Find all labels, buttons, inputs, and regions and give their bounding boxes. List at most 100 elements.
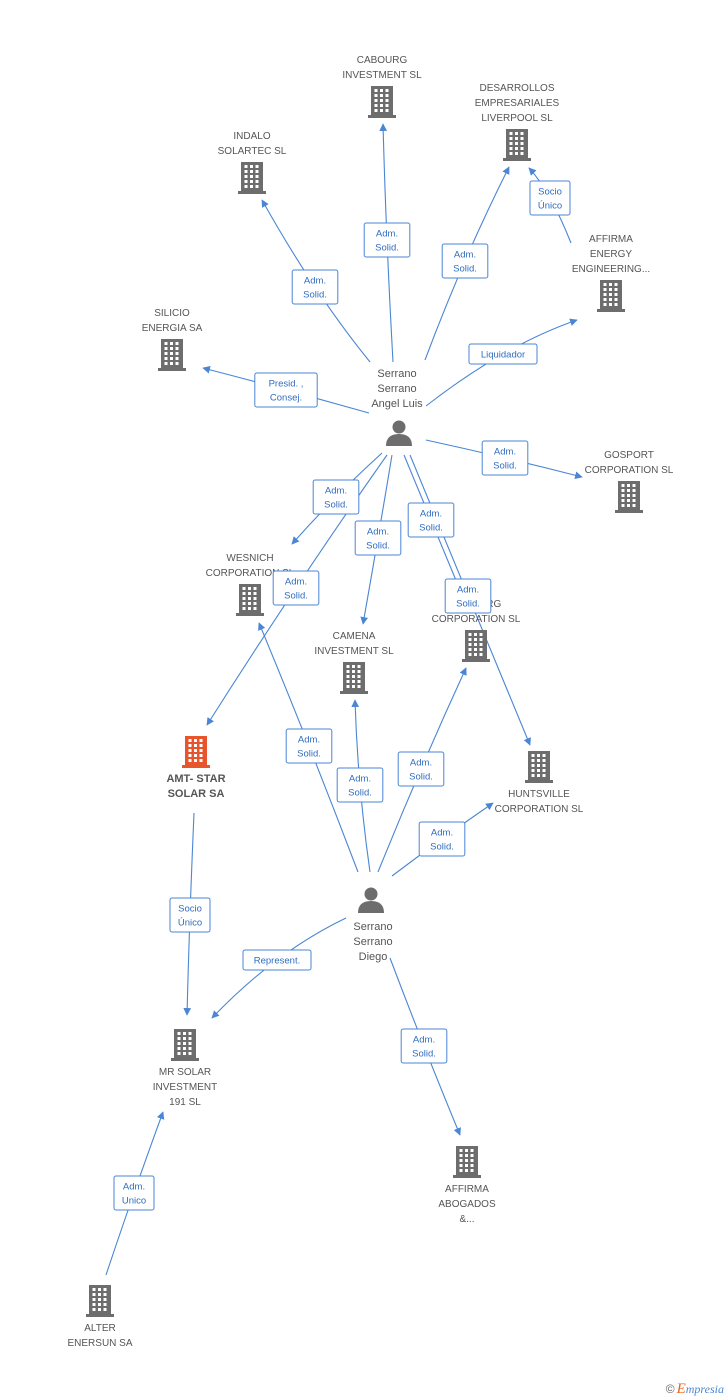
brand-initial: E [676,1381,686,1397]
company-node-amt-star[interactable]: AMT- STAR SOLAR SA [166,736,226,800]
edge-label-text: Socio [178,904,202,915]
edge-label-text: Liquidador [481,350,525,361]
edge-label-box [400,1028,448,1064]
edge-label-diego-to-camena: Adm.Solid. [336,767,384,803]
edge-label-diego-to-wesnich: Adm.Solid. [285,728,333,764]
edge-label-box [169,897,211,933]
edge-label-text: Solid. [303,290,327,301]
edge-label-text: Consej. [270,393,302,404]
edge-label-angel-to-amt-star: Adm.Solid. [272,570,320,606]
building-icon [236,584,264,616]
edge-label-text: Unico [122,1196,146,1207]
company-name-line: INVESTMENT [153,1082,217,1093]
edge-label-text: Solid. [453,264,477,275]
edge-label-box [481,440,529,476]
edge-label-text: Solid. [366,541,390,552]
edge-label-box [285,728,333,764]
company-name-line: CORPORATION SL [585,465,674,476]
company-name-line: ABOGADOS [438,1199,496,1210]
edge-label-text: Adm. [123,1182,145,1193]
company-name-line: SILICIO [154,308,190,319]
edge-label-box [354,520,402,556]
edge-label-box [272,570,320,606]
edge-label-text: Socio [538,187,562,198]
company-node-desarrollos[interactable]: DESARROLLOS EMPRESARIALES LIVERPOOL SL [475,83,560,161]
company-name-line: ENERSUN SA [67,1338,132,1349]
edge-label-angel-to-affirma-energy: Liquidador [468,343,538,365]
edge-label-text: Único [178,918,202,929]
company-name-line: AFFIRMA [445,1184,489,1195]
edge-label-angel-to-hamberg: Adm.Solid. [407,502,455,538]
building-icon [597,280,625,312]
company-name-line: INVESTMENT SL [314,646,394,657]
edge-label-text: Solid. [412,1049,436,1060]
edge-label-text: Adm. [410,758,432,769]
edge-label-text: Solid. [324,500,348,511]
company-name-line: AMT- STAR [166,773,225,785]
edge-label-diego-to-mr-solar: Represent. [242,949,312,971]
company-name-line: MR SOLAR [159,1067,211,1078]
building-icon [615,481,643,513]
company-name-line: CAMENA [333,631,376,642]
edge-label-text: Adm. [304,276,326,287]
person-name-line: Angel Luis [371,398,423,410]
edge-label-text: Solid. [409,772,433,783]
company-node-huntsville[interactable]: HUNTSVILLE CORPORATION SL [495,751,584,815]
company-name-line: DESARROLLOS [479,83,554,94]
company-name-line: &... [459,1214,474,1225]
company-node-affirma-abogados[interactable]: AFFIRMA ABOGADOS &... [438,1146,496,1225]
edge-label-alter-enersun-to-mr-solar: Adm. Unico [113,1175,155,1211]
company-name-line: EMPRESARIALES [475,98,560,109]
edge-label-text: Solid. [348,788,372,799]
company-name-line: CORPORATION SL [432,614,521,625]
edge-label-text: Represent. [254,956,300,967]
company-name-line: HUNTSVILLE [508,789,570,800]
person-name-line: Serrano [353,921,392,933]
company-node-affirma-energy[interactable]: AFFIRMAENERGYENGINEERING... [572,234,650,312]
edge-label-box [363,222,411,258]
building-icon [503,129,531,161]
edge-label-box [468,343,538,365]
edge-label-box [291,269,339,305]
edge-label-box [418,821,466,857]
edge-label-text: Solid. [493,461,517,472]
building-icon [238,162,266,194]
edge-label-box [407,502,455,538]
edge-label-angel-to-wesnich: Adm.Solid. [312,479,360,515]
company-name-line: SOLAR SA [168,788,225,800]
company-name-line: SOLARTEC SL [218,146,287,157]
edge-label-box [242,949,312,971]
building-icon [340,662,368,694]
edge-label-text: Presid. , [269,379,304,390]
edge-label-text: Solid. [375,243,399,254]
company-name-line: WESNICH [226,553,273,564]
edge-label-text: Adm. [376,229,398,240]
company-name-line: CORPORATION SL [495,804,584,815]
edge-label-diego-to-hamberg: Adm. Solid. [397,751,445,787]
edge-label-text: Adm. [413,1035,435,1046]
company-name-line: INVESTMENT SL [342,70,422,81]
edge-label-angel-to-indalo: Adm. Solid. [291,269,339,305]
edge-label-text: Único [538,201,562,212]
edge-label-angel-to-gosport: Adm.Solid. [481,440,529,476]
edge-label-box [312,479,360,515]
edge-label-text: Solid. [297,749,321,760]
person-name-line: Serrano [377,368,416,380]
company-node-camena[interactable]: CAMENA INVESTMENT SL [314,631,394,694]
person-name-line: Serrano [353,936,392,948]
company-name-line: LIVERPOOL SL [481,113,553,124]
building-icon [453,1146,481,1178]
edge-label-angel-to-huntsville: Adm.Solid. [444,578,492,614]
